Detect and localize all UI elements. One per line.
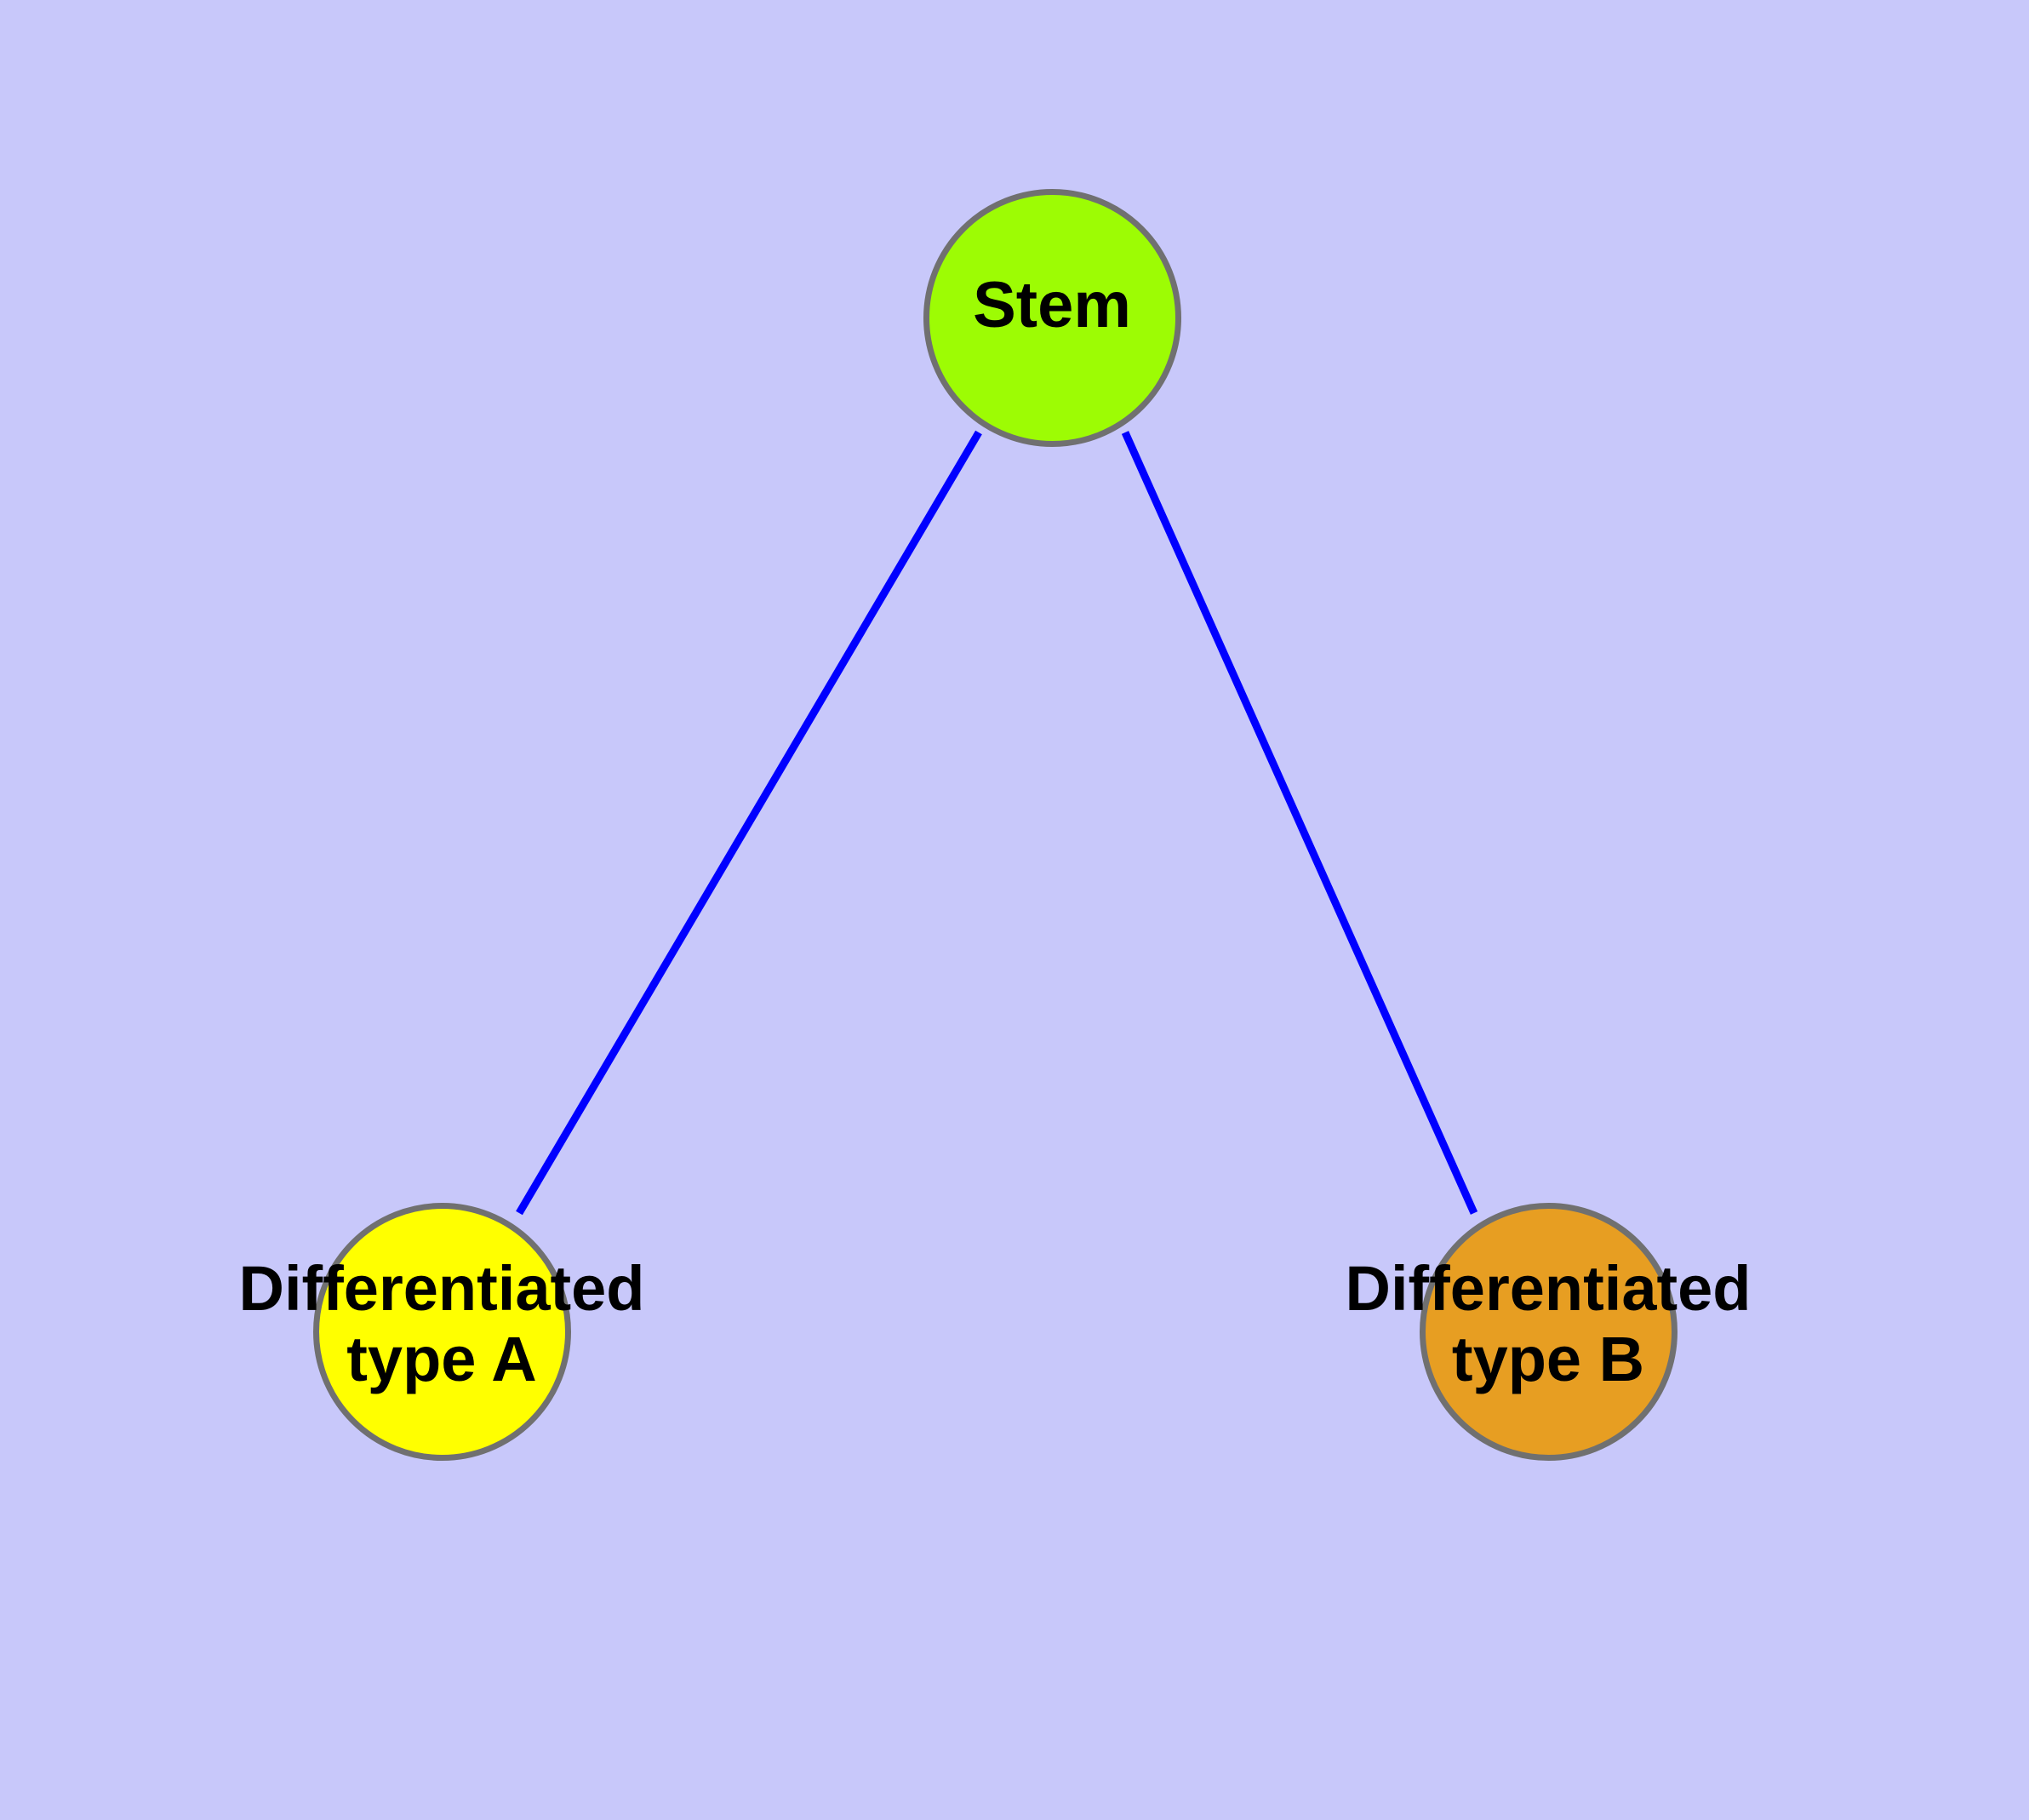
node-differentiated-type-a[interactable]	[313, 1203, 571, 1461]
edge-stem-to-differentiated-type-a[interactable]	[516, 430, 982, 1216]
node-differentiated-type-b[interactable]	[1420, 1203, 1677, 1461]
edge-stem-to-differentiated-type-b[interactable]	[1121, 431, 1478, 1215]
node-stem[interactable]	[923, 189, 1181, 447]
